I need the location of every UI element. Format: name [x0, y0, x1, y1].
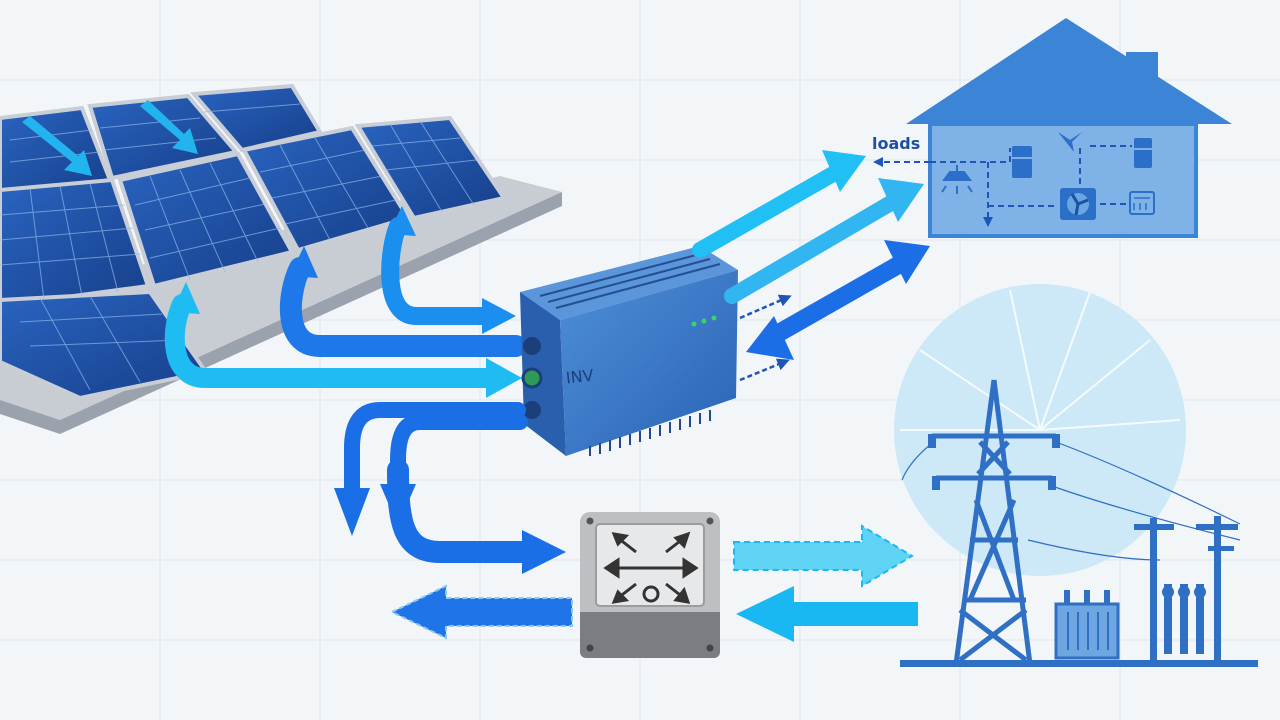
ceiling-fan-icon [1058, 132, 1082, 152]
inverter-label: INV [565, 366, 595, 388]
utility-pole-icon [1134, 516, 1238, 666]
meter-to-grid-arrow [733, 524, 914, 588]
inverter-icon: INV [520, 246, 738, 456]
status-led [701, 318, 707, 324]
status-led [711, 315, 717, 321]
inverter-port [523, 337, 541, 355]
insulator-icon [1162, 584, 1206, 654]
load-wiring [873, 145, 1132, 227]
house-arrowheads [746, 150, 930, 360]
house-roof [906, 18, 1232, 124]
solar-panel-icon [0, 83, 508, 401]
ground-line [900, 660, 1258, 667]
panel-to-inverter-flows [164, 217, 527, 388]
fan-icon [1060, 188, 1096, 220]
fridge-icon [1134, 138, 1152, 168]
status-led [691, 321, 697, 327]
panel-cell-grid [0, 103, 477, 391]
sunlight-arrow-icon [140, 100, 198, 154]
flow-arrowheads [172, 206, 522, 398]
small-flow-arrows [739, 294, 792, 382]
export-left-arrow [389, 584, 573, 640]
inverter-port [521, 367, 543, 389]
oven-icon [1129, 191, 1155, 215]
meter-icon [580, 512, 720, 658]
inverter-to-meter-flows [344, 402, 541, 563]
grid-to-meter-arrow [736, 586, 918, 642]
transformer-icon [1054, 590, 1120, 660]
house-icon: loads [872, 18, 1232, 238]
power-lines [901, 439, 1241, 561]
inverter-to-house-flows [692, 162, 909, 347]
lamp-icon [941, 165, 973, 194]
transmission-tower-icon [932, 379, 1056, 665]
sunlight-arrow-icon [22, 116, 92, 176]
inverter-port [523, 401, 541, 419]
meter-arrowheads [334, 484, 566, 574]
fridge-icon [1012, 146, 1032, 178]
loads-label: loads [872, 134, 920, 153]
utility-grid [894, 284, 1258, 667]
